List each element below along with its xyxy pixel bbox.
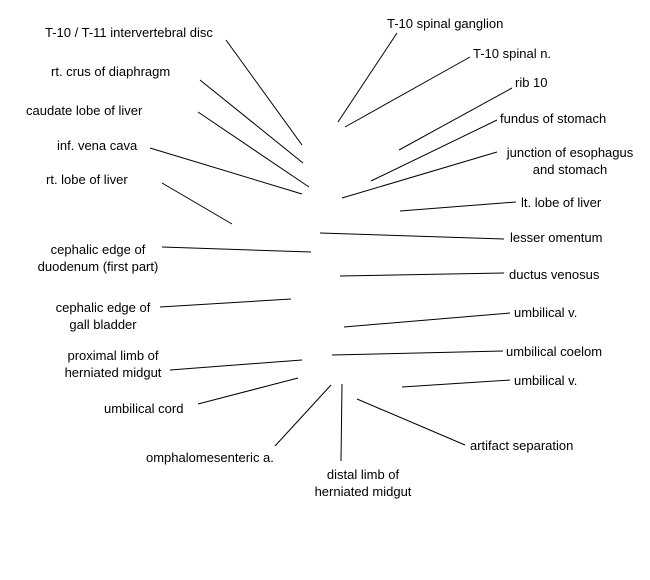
leader-umbilical-coelom xyxy=(331,350,504,356)
leader-rt-crus xyxy=(199,79,304,164)
label-lesser-omentum: lesser omentum xyxy=(510,230,603,245)
leader-t10-ganglion xyxy=(337,32,398,123)
label-cephalic-duodenum-line2: duodenum (first part) xyxy=(37,259,159,274)
leader-umbilical-v-upper xyxy=(343,312,511,328)
label-lt-lobe-liver: lt. lobe of liver xyxy=(521,195,602,210)
leader-rt-lobe-liver xyxy=(161,182,233,225)
label-junction-line1: junction of esophagus xyxy=(506,145,634,160)
leader-cephalic-duodenum xyxy=(161,246,312,253)
leader-artifact xyxy=(356,398,466,446)
label-cephalic-gallbladder-line1: cephalic edge of xyxy=(55,300,151,315)
label-rt-lobe-liver: rt. lobe of liver xyxy=(46,172,128,187)
leader-cephalic-gallbladder xyxy=(159,298,292,308)
leader-rib10 xyxy=(398,87,513,151)
label-t10-ganglion: T-10 spinal ganglion xyxy=(387,16,504,31)
label-junction: junction of esophagus and stomach xyxy=(497,144,643,178)
label-umbilical-cord: umbilical cord xyxy=(104,401,184,416)
leader-omphalomesenteric xyxy=(274,384,332,447)
leader-lesser-omentum xyxy=(319,232,505,240)
label-junction-line2: and stomach xyxy=(532,162,608,177)
label-distal-limb-line2: herniated midgut xyxy=(314,484,412,499)
leader-fundus xyxy=(370,119,498,182)
label-cephalic-duodenum: cephalic edge of duodenum (first part) xyxy=(36,241,160,275)
label-rt-crus: rt. crus of diaphragm xyxy=(51,64,171,79)
label-fundus: fundus of stomach xyxy=(500,111,607,126)
leader-junction xyxy=(341,151,498,199)
label-proximal-limb: proximal limb of herniated midgut xyxy=(58,347,168,381)
leader-proximal-limb xyxy=(169,359,303,371)
label-cephalic-gallbladder: cephalic edge of gall bladder xyxy=(48,299,158,333)
leader-t10-t11-disc xyxy=(225,39,303,146)
label-umbilical-coelom: umbilical coelom xyxy=(506,344,603,359)
label-umbilical-v-lower: umbilical v. xyxy=(514,373,578,388)
label-inf-vena-cava: inf. vena cava xyxy=(57,138,138,153)
leader-distal-limb xyxy=(340,383,343,462)
leader-umbilical-cord xyxy=(197,377,299,405)
label-cephalic-duodenum-line1: cephalic edge of xyxy=(50,242,146,257)
label-umbilical-v-upper: umbilical v. xyxy=(514,305,578,320)
label-rib10: rib 10 xyxy=(515,75,548,90)
label-omphalomesenteric: omphalomesenteric a. xyxy=(146,450,274,465)
leader-ductus-venosus xyxy=(339,272,505,277)
label-ductus-venosus: ductus venosus xyxy=(509,267,600,282)
leader-t10-nerve xyxy=(344,56,471,128)
leader-inf-vena-cava xyxy=(149,147,303,195)
label-cephalic-gallbladder-line2: gall bladder xyxy=(69,317,137,332)
label-caudate-lobe: caudate lobe of liver xyxy=(26,103,143,118)
leader-caudate-lobe xyxy=(197,111,310,188)
label-distal-limb-line1: distal limb of xyxy=(326,467,400,482)
label-t10-nerve: T-10 spinal n. xyxy=(473,46,552,61)
label-proximal-limb-line2: herniated midgut xyxy=(64,365,162,380)
leader-lt-lobe-liver xyxy=(399,201,517,212)
label-t10-t11-disc: T-10 / T-11 intervertebral disc xyxy=(45,25,213,40)
label-artifact: artifact separation xyxy=(470,438,574,453)
leader-umbilical-v-lower xyxy=(401,379,511,388)
label-distal-limb: distal limb of herniated midgut xyxy=(306,466,420,500)
label-proximal-limb-line1: proximal limb of xyxy=(67,348,159,363)
